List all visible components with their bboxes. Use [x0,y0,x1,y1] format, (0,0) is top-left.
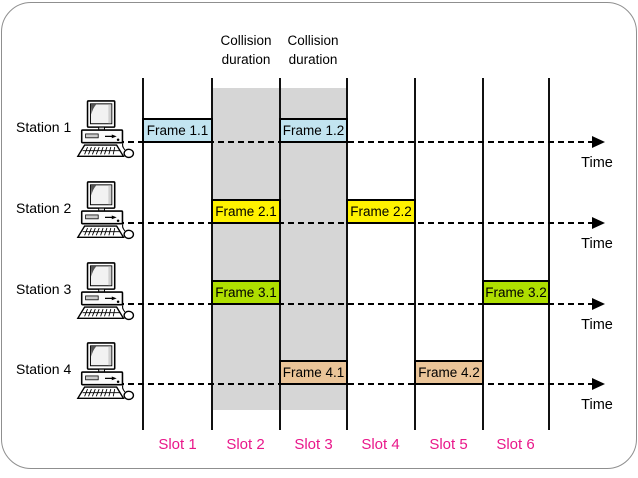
timeline-arrow-icon [592,217,605,229]
time-axis-label: Time [581,236,613,252]
slot-label: Slot 1 [158,436,197,453]
slot-boundary-line [142,78,144,430]
caption-line: duration [221,52,271,67]
timeline-station3 [118,303,594,305]
frame-box-4-1: Frame 4.1 [279,360,348,385]
computer-icon [77,181,135,240]
frame-box-2-2: Frame 2.2 [346,199,416,224]
collision-duration-caption: Collision duration [211,31,281,69]
computer-icon [77,100,135,159]
slot-label: Slot 4 [361,436,400,453]
station-label: Station 4 [16,361,72,377]
slot-label: Slot 3 [294,436,333,453]
collision-zone-slot2 [213,88,279,410]
time-axis-label: Time [581,317,613,333]
frame-box-1-2: Frame 1.2 [279,118,348,143]
station-label: Station 3 [16,281,72,297]
computer-icon [77,342,135,401]
timeline-station1 [118,141,594,143]
slot-label: Slot 6 [496,436,535,453]
caption-line: Collision [287,33,339,48]
frame-box-4-2: Frame 4.2 [414,360,484,385]
timeline-arrow-icon [592,298,605,310]
caption-line: Collision [220,33,272,48]
caption-line: duration [288,52,338,67]
slot-boundary-line [211,78,213,430]
slot-label: Slot 5 [429,436,468,453]
timeline-arrow-icon [592,136,605,148]
collision-duration-caption: Collision duration [278,31,348,69]
timeline-station4 [118,383,594,385]
frame-box-2-1: Frame 2.1 [211,199,281,224]
slot-boundary-line [482,78,484,430]
slot-boundary-line [414,78,416,430]
slot-boundary-line [548,78,550,430]
frame-box-3-1: Frame 3.1 [211,280,281,305]
frame-box-1-1: Frame 1.1 [142,118,213,143]
frame-box-3-2: Frame 3.2 [482,280,550,305]
timeline-arrow-icon [592,378,605,390]
station-label: Station 2 [16,200,72,216]
time-axis-label: Time [581,155,613,171]
computer-icon [77,262,135,321]
slot-boundary-line [346,78,348,430]
station-label: Station 1 [16,119,72,135]
slot-boundary-line [279,78,281,430]
slot-label: Slot 2 [226,436,265,453]
time-axis-label: Time [581,397,613,413]
